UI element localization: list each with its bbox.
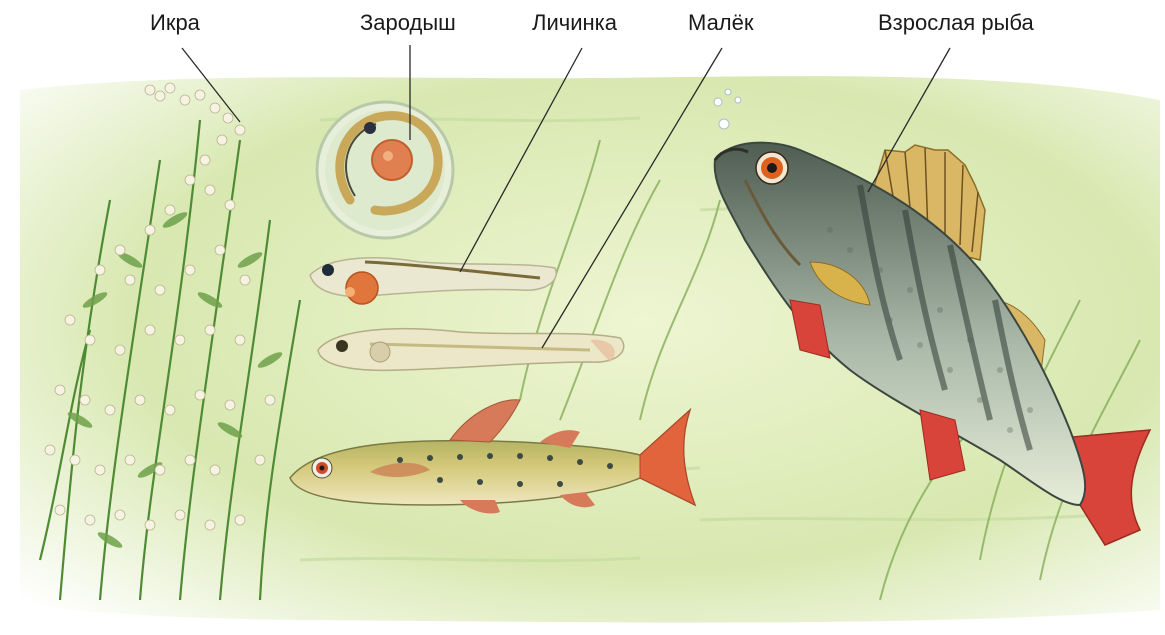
label-fry: Малёк	[688, 10, 754, 36]
label-eggs: Икра	[150, 10, 200, 36]
label-embryo: Зародыш	[360, 10, 456, 36]
label-larva: Личинка	[532, 10, 617, 36]
label-adult: Взрослая рыба	[878, 10, 1034, 36]
embryo-in-egg	[317, 102, 453, 238]
